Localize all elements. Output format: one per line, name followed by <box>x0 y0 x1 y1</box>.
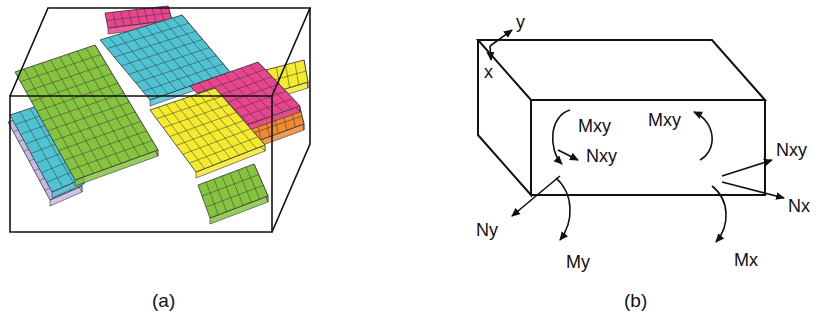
ply-patch <box>150 88 265 172</box>
tile-line <box>157 96 223 119</box>
tile-line <box>48 102 130 131</box>
ply-patch <box>198 164 268 218</box>
bounding-box <box>10 8 310 232</box>
ply-patch <box>15 45 158 180</box>
tile-line <box>174 102 222 162</box>
tile-line <box>183 129 251 155</box>
ply-patches <box>8 6 308 224</box>
axis-label: x <box>484 62 493 83</box>
tile-line <box>246 167 260 199</box>
tile-line <box>197 69 265 93</box>
tile-line <box>70 140 153 170</box>
tile-line <box>53 112 135 141</box>
moment-label: My <box>566 252 590 273</box>
force-label: Nxy <box>776 140 807 161</box>
tile-line <box>158 107 205 168</box>
tile-line <box>183 99 231 159</box>
tile-line <box>37 83 118 111</box>
tile-line <box>170 112 237 136</box>
tile-line <box>107 13 171 21</box>
panel-label: (b) <box>624 290 647 311</box>
tile-line <box>20 55 100 82</box>
tile-line <box>31 74 112 102</box>
tile-line <box>129 48 210 75</box>
tile-line <box>163 104 229 127</box>
tile-line <box>107 23 189 48</box>
moment-label: Mx <box>734 250 758 271</box>
tile-line <box>136 56 217 83</box>
tile-line <box>114 31 195 57</box>
load-arrows <box>490 30 784 242</box>
tile-line <box>121 39 202 65</box>
tile-line <box>207 91 257 149</box>
tile-line <box>206 185 263 207</box>
tile-line <box>176 121 243 146</box>
tile-line <box>191 96 240 155</box>
plate-element <box>478 40 765 195</box>
panel-label: (a) <box>152 290 175 311</box>
tile-line <box>202 175 259 196</box>
moment-label: Mxy <box>578 116 611 137</box>
tile-line <box>42 93 123 121</box>
tile-line <box>166 105 213 166</box>
force-label: Nxy <box>586 146 617 167</box>
tile-line <box>214 179 227 212</box>
force-label: Nx <box>788 196 810 217</box>
axis-label: y <box>516 12 525 33</box>
tile-line <box>206 182 218 215</box>
tile-line <box>59 121 141 150</box>
tile-line <box>189 137 257 163</box>
moment-label: Mxy <box>648 110 681 131</box>
tile-line <box>26 64 107 92</box>
force-label: Ny <box>476 220 498 241</box>
tile-line <box>199 94 248 152</box>
tile-line <box>64 131 146 160</box>
